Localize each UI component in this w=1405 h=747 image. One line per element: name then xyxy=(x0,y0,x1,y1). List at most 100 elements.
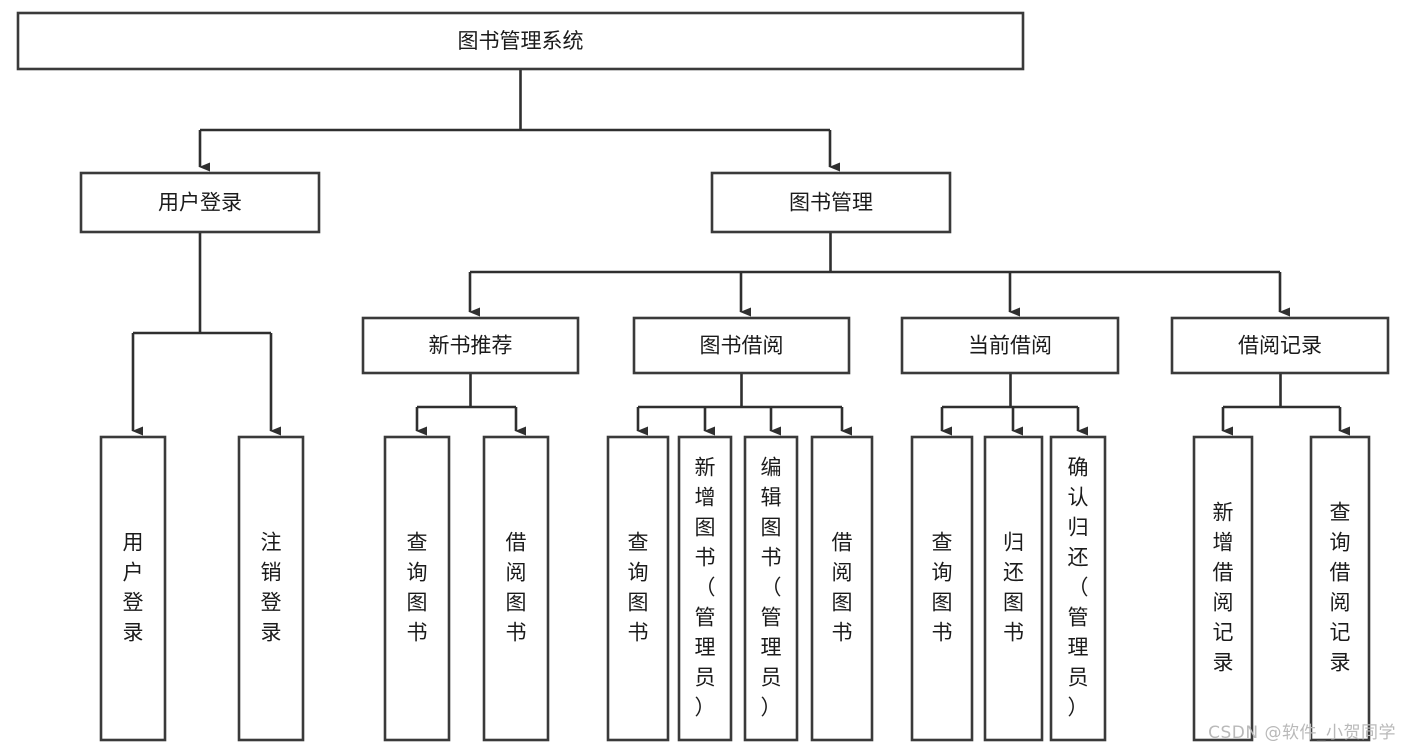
node-user-login[interactable]: 用户登录 xyxy=(79,171,321,234)
node-box[interactable] xyxy=(79,171,321,234)
node-label-char: 图 xyxy=(695,516,716,540)
connector-layer xyxy=(131,69,1350,436)
node-label-char: 录 xyxy=(123,621,144,645)
node-label-char: 用 xyxy=(123,531,144,555)
node-label-char: 注 xyxy=(261,531,282,555)
node-box[interactable] xyxy=(99,435,167,742)
node-root[interactable]: 图书管理系统 xyxy=(16,11,1025,71)
node-label: 用户登录 xyxy=(158,191,242,215)
node-box[interactable] xyxy=(710,171,952,234)
node-label-char: 登 xyxy=(123,591,144,615)
node-label-char: 管 xyxy=(1068,606,1089,630)
node-box[interactable] xyxy=(743,435,799,742)
node-label-char: 阅 xyxy=(832,561,853,585)
node-label-char: ） xyxy=(1068,696,1089,720)
node-label-char: 还 xyxy=(1003,561,1024,585)
node-borrow-record[interactable]: 借阅记录 xyxy=(1170,316,1390,375)
node-book-borrow[interactable]: 图书借阅 xyxy=(632,316,851,375)
node-box[interactable] xyxy=(383,435,451,742)
node-label-char: 确 xyxy=(1068,456,1089,480)
node-label-char: 录 xyxy=(1330,651,1351,675)
node-box[interactable] xyxy=(810,435,874,742)
node-label-char: 书 xyxy=(761,546,782,570)
node-label-char: 书 xyxy=(506,621,527,645)
node-label-char: 员 xyxy=(695,666,716,690)
node-current-borrow[interactable]: 当前借阅 xyxy=(900,316,1120,375)
node-label-char: 录 xyxy=(261,621,282,645)
node-label-char: 记 xyxy=(1330,621,1351,645)
node-box[interactable] xyxy=(983,435,1044,742)
node-label-char: ） xyxy=(695,696,716,720)
node-label-char: 阅 xyxy=(1330,591,1351,615)
node-label-char: 询 xyxy=(1330,531,1351,555)
node-label-char: 借 xyxy=(832,531,853,555)
node-box[interactable] xyxy=(361,316,580,375)
node-box[interactable] xyxy=(1170,316,1390,375)
node-label-char: 图 xyxy=(506,591,527,615)
node-label-char: 管 xyxy=(695,606,716,630)
node-leaf-user-login[interactable]: 用户登录 xyxy=(99,435,167,742)
node-box[interactable] xyxy=(16,11,1025,71)
node-layer: 图书管理系统用户登录图书管理新书推荐图书借阅当前借阅借阅记录用户登录注销登录查询… xyxy=(16,11,1390,742)
node-label-char: 阅 xyxy=(1213,591,1234,615)
node-label-char: 图 xyxy=(628,591,649,615)
node-label-char: （ xyxy=(761,576,782,600)
node-book-admin[interactable]: 图书管理 xyxy=(710,171,952,234)
node-box[interactable] xyxy=(900,316,1120,375)
node-label-char: 书 xyxy=(1003,621,1024,645)
node-label-char: 借 xyxy=(1330,561,1351,585)
node-box[interactable] xyxy=(1049,435,1107,742)
node-label-char: （ xyxy=(695,576,716,600)
node-label-char: 员 xyxy=(761,666,782,690)
node-box[interactable] xyxy=(910,435,974,742)
node-label-char: 还 xyxy=(1068,546,1089,570)
node-box[interactable] xyxy=(1192,435,1254,742)
node-new-book-rec[interactable]: 新书推荐 xyxy=(361,316,580,375)
node-label-char: 查 xyxy=(932,531,953,555)
node-box[interactable] xyxy=(606,435,670,742)
node-label-char: 归 xyxy=(1003,531,1024,555)
node-label-char: 书 xyxy=(832,621,853,645)
node-box[interactable] xyxy=(677,435,733,742)
node-label-char: 归 xyxy=(1068,516,1089,540)
node-box[interactable] xyxy=(237,435,305,742)
node-label-char: 新 xyxy=(1213,501,1234,525)
node-label-char: 图 xyxy=(832,591,853,615)
node-label: 图书借阅 xyxy=(700,334,784,358)
node-label-char: 书 xyxy=(695,546,716,570)
node-box[interactable] xyxy=(482,435,550,742)
node-label-char: 图 xyxy=(761,516,782,540)
node-label-char: 理 xyxy=(695,636,716,660)
node-label-char: 编 xyxy=(761,456,782,480)
node-label-char: 查 xyxy=(1330,501,1351,525)
node-label-char: 书 xyxy=(628,621,649,645)
node-label: 图书管理系统 xyxy=(458,29,584,53)
node-box[interactable] xyxy=(632,316,851,375)
node-label-char: 查 xyxy=(407,531,428,555)
node-box[interactable] xyxy=(1309,435,1371,742)
node-label-char: 图 xyxy=(1003,591,1024,615)
node-label: 借阅记录 xyxy=(1238,334,1322,358)
node-label-char: 询 xyxy=(407,561,428,585)
node-label-char: ） xyxy=(761,696,782,720)
node-label-char: 询 xyxy=(628,561,649,585)
node-label-char: 录 xyxy=(1213,651,1234,675)
node-label-char: 增 xyxy=(1213,531,1234,555)
node-label-char: 新 xyxy=(695,456,716,480)
node-label-char: 理 xyxy=(761,636,782,660)
node-label-char: 辑 xyxy=(761,486,782,510)
node-label-char: 理 xyxy=(1068,636,1089,660)
